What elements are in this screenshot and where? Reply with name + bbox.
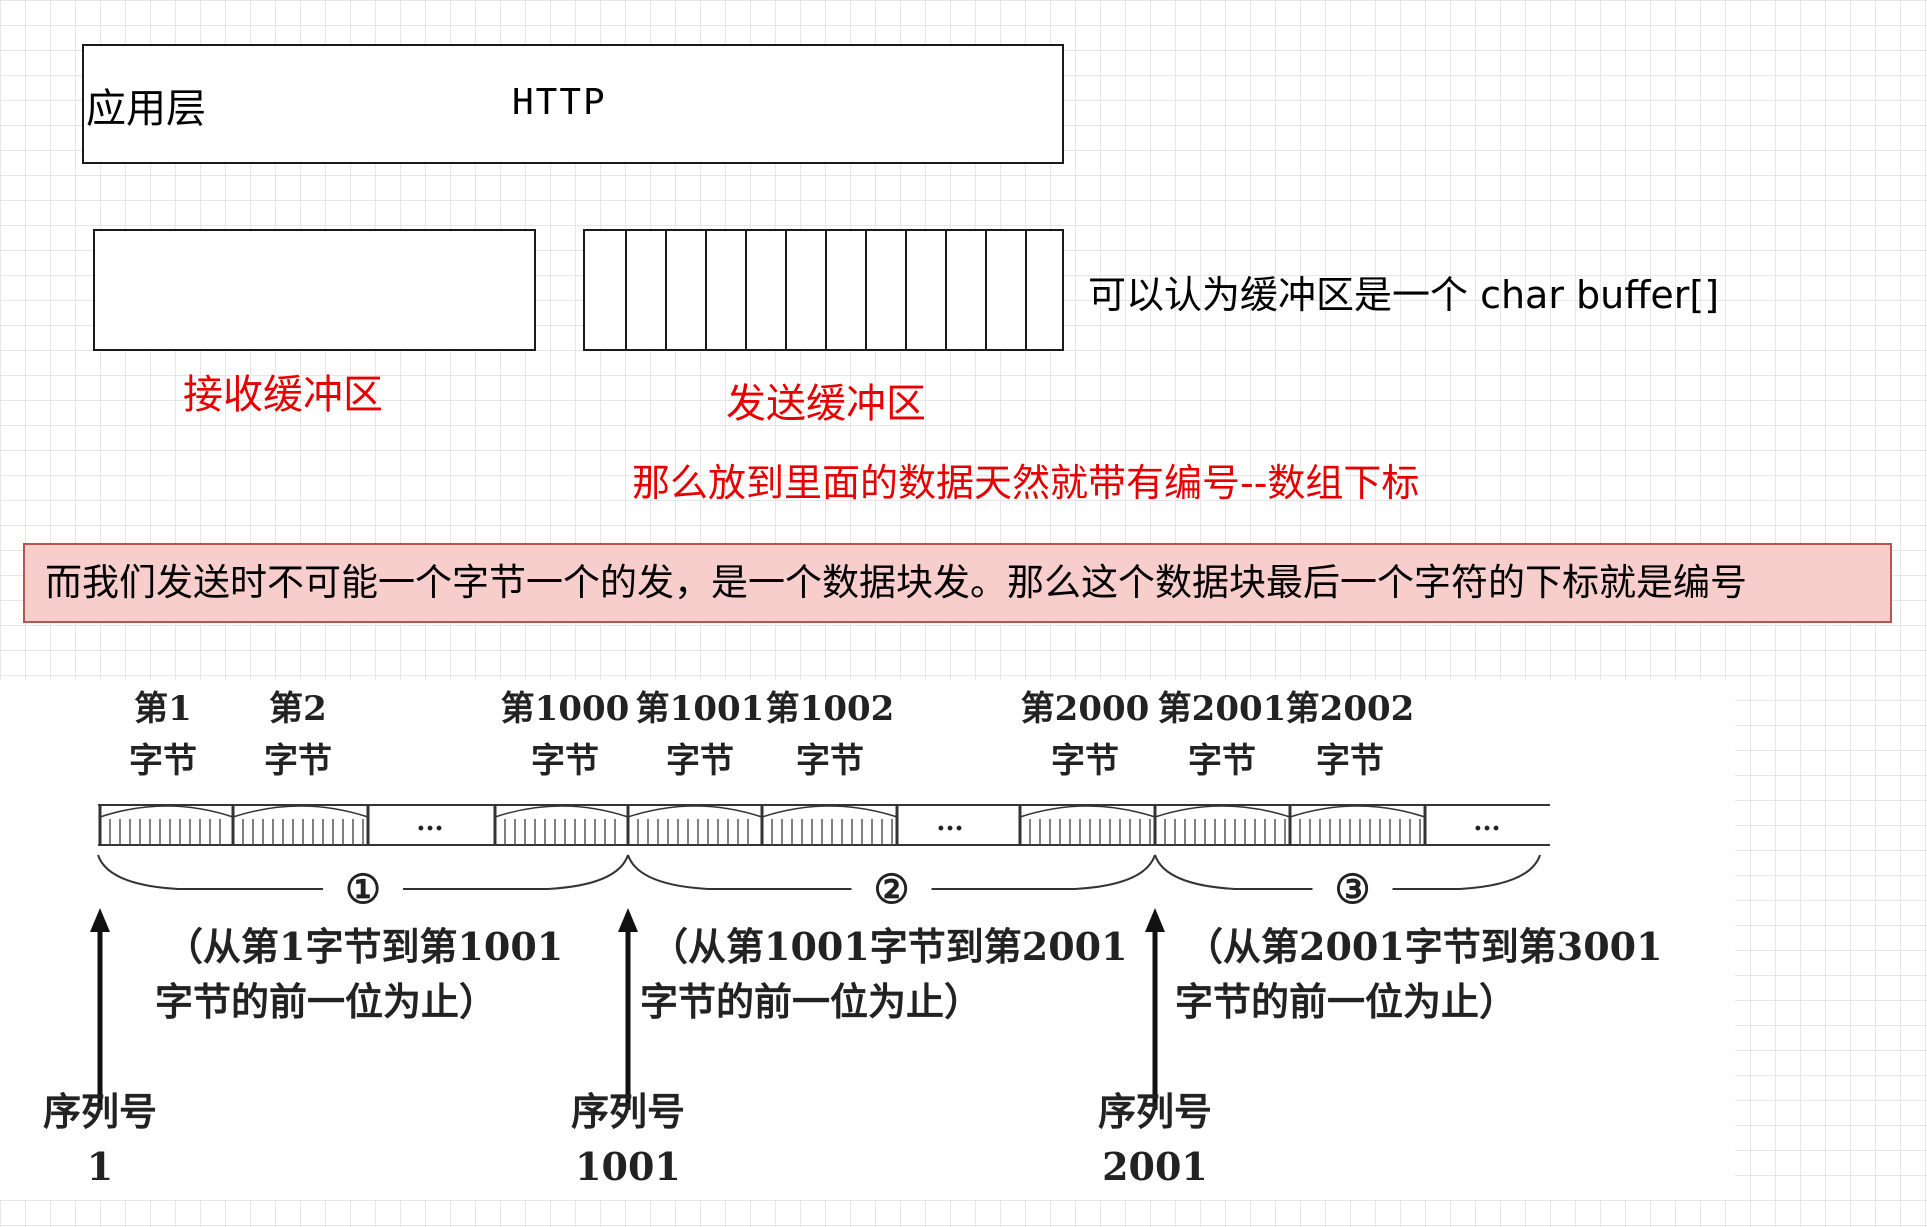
- byte-word-label: 字节: [1051, 741, 1119, 781]
- segment-brace: [97, 854, 323, 890]
- sequence-number-value: 1: [87, 1144, 113, 1189]
- sequence-number-label: 序列号: [43, 1089, 157, 1134]
- block-sending-note: 而我们发送时不可能一个字节一个的发，是一个数据块发。那么这个数据块最后一个字符的…: [23, 543, 1892, 623]
- byte-ordinal-label: 第1002: [766, 689, 895, 729]
- buffer-cell-divider: [865, 231, 867, 349]
- sequence-arrow-head: [1145, 908, 1165, 932]
- segment-number: ③: [1335, 866, 1371, 913]
- buffer-cell-divider: [905, 231, 907, 349]
- byte-ordinal-label: 第1000: [501, 689, 630, 729]
- byte-word-label: 字节: [129, 741, 197, 781]
- byte-ordinal-label: 第2: [269, 689, 327, 729]
- segment-range-text: 字节的前一位为止）: [155, 979, 497, 1024]
- tape-ellipsis: ···: [1473, 814, 1500, 844]
- buffer-cell-divider: [665, 231, 667, 349]
- buffer-cell-divider: [745, 231, 747, 349]
- byte-arc: [99, 805, 234, 818]
- send-buffer-box: [583, 229, 1064, 351]
- application-layer-box: 应用层 HTTP: [82, 44, 1064, 164]
- array-index-note: 那么放到里面的数据天然就带有编号--数组下标: [632, 461, 1420, 505]
- byte-arc: [627, 805, 763, 818]
- sequence-number-value: 1001: [575, 1144, 681, 1189]
- send-buffer-label: 发送缓冲区: [726, 381, 926, 427]
- byte-word-label: 字节: [1188, 741, 1256, 781]
- byte-arc: [1154, 805, 1291, 818]
- buffer-description: 可以认为缓冲区是一个 char buffer[]: [1088, 273, 1720, 317]
- sequence-arrow-head: [90, 908, 110, 932]
- buffer-cell-divider: [625, 231, 627, 349]
- byte-word-label: 字节: [796, 741, 864, 781]
- byte-ordinal-label: 第1001: [636, 689, 765, 729]
- byte-arc: [494, 805, 629, 818]
- receive-buffer-label: 接收缓冲区: [183, 372, 383, 418]
- tape-ellipsis: ···: [936, 814, 963, 844]
- buffer-cell-divider: [705, 231, 707, 349]
- sequence-diagram-svg: ·········第1字节第2字节第1000字节第1001字节第1002字节第2…: [43, 689, 1663, 1189]
- segment-brace: [403, 854, 629, 890]
- byte-word-label: 字节: [264, 741, 332, 781]
- sequence-number-label: 序列号: [571, 1089, 685, 1134]
- segment-brace: [627, 854, 852, 890]
- segment-range-text: 字节的前一位为止）: [1175, 979, 1517, 1024]
- byte-ordinal-label: 第2002: [1286, 689, 1415, 729]
- byte-arc: [232, 805, 369, 818]
- segment-number: ②: [874, 866, 910, 913]
- buffer-cell-divider: [785, 231, 787, 349]
- segment-range-text: （从第1001字节到第2001: [650, 924, 1128, 969]
- buffer-cell-divider: [985, 231, 987, 349]
- byte-word-label: 字节: [1316, 741, 1384, 781]
- buffer-cell-divider: [825, 231, 827, 349]
- byte-arc: [1019, 805, 1156, 818]
- byte-arc: [1289, 805, 1426, 818]
- byte-ordinal-label: 第1: [134, 689, 192, 729]
- byte-word-label: 字节: [666, 741, 734, 781]
- application-layer-label: 应用层: [86, 86, 206, 132]
- segment-range-text: （从第2001字节到第3001: [1185, 924, 1663, 969]
- sequence-number-value: 2001: [1102, 1144, 1208, 1189]
- segment-range-text: 字节的前一位为止）: [640, 979, 982, 1024]
- segment-brace: [1392, 854, 1541, 890]
- byte-ordinal-label: 第2001: [1158, 689, 1287, 729]
- sequence-number-label: 序列号: [1098, 1089, 1212, 1134]
- segment-range-text: （从第1字节到第1001: [165, 924, 563, 969]
- buffer-cell-divider: [1025, 231, 1027, 349]
- segment-number: ①: [345, 866, 381, 913]
- byte-word-label: 字节: [531, 741, 599, 781]
- segment-brace: [1154, 854, 1313, 890]
- http-protocol-label: HTTP: [512, 82, 607, 123]
- byte-arc: [761, 805, 898, 818]
- tape-ellipsis: ···: [416, 814, 443, 844]
- segment-brace: [931, 854, 1156, 890]
- receive-buffer-box: [93, 229, 536, 351]
- buffer-cell-divider: [945, 231, 947, 349]
- byte-ordinal-label: 第2000: [1021, 689, 1150, 729]
- sequence-arrow-head: [618, 908, 638, 932]
